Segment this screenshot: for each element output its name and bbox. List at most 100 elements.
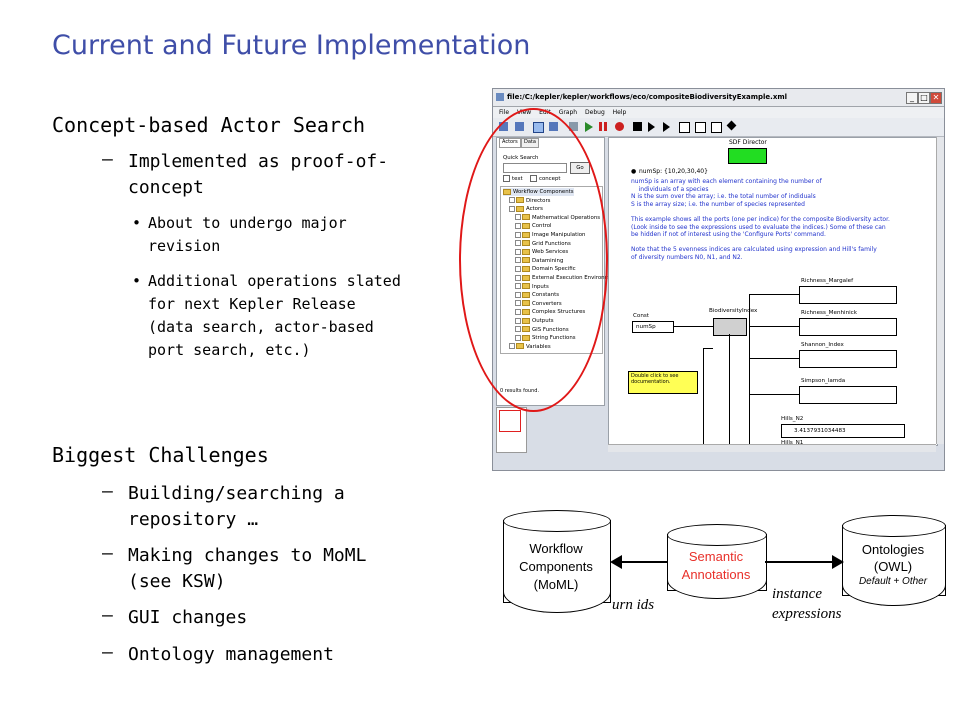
- fullscreen-icon[interactable]: [569, 122, 578, 131]
- output-display-shannon-index[interactable]: [799, 350, 897, 368]
- subbullet-additional-operations: • Additional operations slated for next …: [132, 270, 408, 362]
- slide-title: Current and Future Implementation: [52, 30, 531, 61]
- output-label-richness-menhinick: Richness_Menhinick: [801, 310, 858, 316]
- bullet-dash: –: [102, 481, 113, 502]
- bullet-dash: –: [102, 543, 113, 564]
- hills-n1-label: Hills_N1: [781, 440, 804, 446]
- maximize-button[interactable]: □: [918, 92, 930, 104]
- documentation-note[interactable]: Double click to see documentation.: [628, 371, 698, 394]
- section-heading-challenges: Biggest Challenges: [52, 443, 269, 467]
- output-label-richness-margalef: Richness_Margalef: [801, 278, 854, 284]
- annotation-line: of diversity numbers N0, N1, and N2.: [631, 254, 743, 261]
- bullet-text: GUI changes: [128, 607, 248, 628]
- stop-icon[interactable]: [615, 122, 624, 131]
- sdf-director-block[interactable]: [728, 148, 767, 164]
- biodiversity-index-actor[interactable]: [713, 318, 747, 336]
- window-titlebar: file:/C:/kepler/kepler/workflows/eco/com…: [493, 89, 944, 107]
- wire: [749, 326, 799, 327]
- output-display-richness-menhinick[interactable]: [799, 318, 897, 336]
- pause-icon-bar-left[interactable]: [599, 122, 602, 131]
- canvas-vertical-scrollbar[interactable]: [936, 137, 944, 444]
- viewport-indicator: [499, 410, 521, 432]
- input-port-icon[interactable]: [648, 122, 655, 132]
- minimize-button[interactable]: _: [906, 92, 918, 104]
- close-button[interactable]: ✕: [930, 92, 942, 104]
- label-line: (MoML): [533, 577, 579, 592]
- navigation-thumbnail[interactable]: [496, 407, 527, 453]
- semantic-annotations-label: Semantic Annotations: [667, 548, 765, 584]
- ontologies-cylinder: Ontologies (OWL) Default + Other: [842, 515, 946, 607]
- const-actor[interactable]: numSp: [632, 321, 674, 333]
- cylinder-top: [503, 510, 611, 532]
- wire: [749, 294, 799, 295]
- output-port-icon[interactable]: [663, 122, 670, 132]
- menu-bar: File View Edit Graph Debug Help: [493, 107, 944, 118]
- wire: [703, 348, 704, 444]
- ontologies-sublabel: Default + Other: [858, 576, 928, 587]
- label-line: Workflow: [529, 541, 583, 556]
- const-label: Const: [633, 313, 649, 319]
- bullet-text: Making changes to MoML (see KSW): [128, 545, 367, 592]
- wire: [749, 294, 750, 444]
- app-icon: [496, 93, 504, 101]
- annotation-line: numSp is an array with each element cont…: [631, 178, 822, 185]
- multiport-icon[interactable]: [695, 122, 706, 133]
- annotation-line: (Look inside to see the expressions used…: [631, 223, 886, 231]
- bullet-dash: –: [102, 605, 113, 626]
- annotation-line: This example shows all the ports (one pe…: [631, 216, 890, 223]
- biodiversity-index-label: BiodiversityIndex: [709, 308, 758, 314]
- pause-icon-bar-right[interactable]: [604, 122, 607, 131]
- annotation-line: instance: [772, 586, 822, 602]
- vertex-icon[interactable]: [726, 120, 737, 131]
- ontologies-label: Ontologies (OWL) Default + Other: [842, 541, 944, 588]
- canvas-horizontal-scrollbar[interactable]: [608, 444, 936, 452]
- arrow-line-left: [620, 561, 667, 563]
- annotation-line: N is the sum over the array; i.e. the to…: [631, 193, 816, 201]
- numsp-parameter[interactable]: numSp: {10,20,30,40}: [639, 168, 708, 175]
- parameter-bullet-icon: ●: [631, 168, 637, 175]
- bullet-dot: •: [132, 214, 142, 232]
- wire: [749, 358, 799, 359]
- bullet-text: Ontology management: [128, 644, 334, 665]
- const-wire: [673, 326, 713, 327]
- output-display-simpson-lamda[interactable]: [799, 386, 897, 404]
- cylinder-top: [667, 524, 767, 546]
- menu-help[interactable]: Help: [612, 109, 627, 116]
- hills-n2-label: Hills_N2: [781, 416, 804, 422]
- cylinder-bottom: [503, 592, 611, 613]
- wire: [703, 348, 713, 349]
- bullet-text: Building/searching a repository …: [128, 483, 345, 530]
- io-port-icon[interactable]: [711, 122, 722, 133]
- bullet-dash: –: [102, 642, 113, 663]
- workflow-canvas[interactable]: SDF Director ● numSp: {10,20,30,40} numS…: [608, 137, 938, 446]
- menu-graph[interactable]: Graph: [558, 109, 578, 116]
- output-label-shannon-index: Shannon_Index: [801, 342, 844, 348]
- run-icon[interactable]: [585, 122, 593, 132]
- arrow-line-right: [765, 561, 832, 563]
- annotation-line: individuals of a species: [631, 185, 709, 193]
- wire: [749, 394, 799, 395]
- section-heading-actor-search: Concept-based Actor Search: [52, 113, 366, 137]
- menu-file[interactable]: File: [499, 109, 510, 116]
- output-display-richness-margalef[interactable]: [799, 286, 897, 304]
- relation-icon[interactable]: [679, 122, 690, 133]
- annotation-line: expressions: [772, 606, 842, 622]
- wire: [729, 334, 730, 444]
- port-icon[interactable]: [633, 122, 642, 131]
- arrowhead-right-icon: [832, 555, 844, 569]
- annotation-line: Note that the 5 evenness indices are cal…: [631, 246, 877, 254]
- label-line: Ontologies: [861, 542, 925, 557]
- window-title: file:/C:/kepler/kepler/workflows/eco/com…: [507, 93, 788, 101]
- label-line: Semantic: [688, 549, 744, 564]
- annotation-line: S is the array size; i.e. the number of …: [631, 200, 805, 208]
- bullet-dot: •: [132, 272, 142, 290]
- workflow-components-cylinder: Workflow Components (MoML): [503, 510, 611, 614]
- bullet-text: Implemented as proof-of-concept: [128, 151, 389, 198]
- workflow-components-label: Workflow Components (MoML): [503, 540, 609, 594]
- cylinder-top: [842, 515, 946, 537]
- menu-debug[interactable]: Debug: [585, 109, 605, 116]
- sdf-director-label: SDF Director: [729, 139, 767, 146]
- cylinder-bottom: [842, 585, 946, 606]
- semantic-annotations-cylinder: Semantic Annotations: [667, 524, 767, 600]
- hills-n2-display[interactable]: 3.4137931034483: [781, 424, 905, 438]
